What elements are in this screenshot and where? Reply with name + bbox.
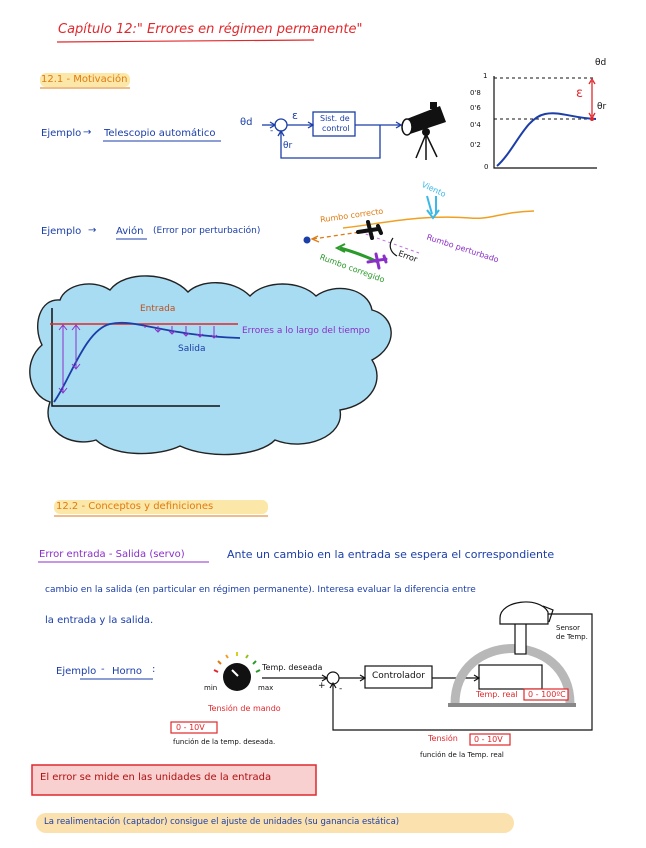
feedback-path [280, 125, 381, 159]
ex3-label: Ejemplo [56, 666, 97, 677]
oven-diagram [213, 601, 593, 731]
title-underline [56, 39, 315, 43]
rumbo-perturbado-line [342, 210, 535, 229]
control-block [312, 111, 356, 137]
knob-icon [223, 663, 251, 691]
ex3-range-v: 0 - 10V [176, 723, 205, 732]
plane-black-icon [356, 220, 383, 240]
ex3-temp-deseada: Temp. deseada [262, 663, 323, 672]
ex2-rest: (Error por perturbación) [153, 226, 261, 236]
ex3-tension: Tensión [428, 734, 458, 743]
destination-dot [303, 236, 311, 244]
ex3-colon: : [152, 664, 156, 675]
arrow-icon-2: → [88, 225, 97, 236]
cloud-graph [50, 308, 241, 407]
output-arrowhead [395, 121, 403, 129]
dash-icon: - [101, 664, 105, 675]
error-def-label: Error entrada - Salida (servo) [39, 549, 185, 560]
ex2-label: Ejemplo [41, 226, 82, 237]
ex3-plus: + [318, 681, 326, 691]
graph1-response-curve [496, 112, 597, 167]
ex3-range-c: 0 - 100ºC [528, 690, 566, 699]
sec2-highlight [54, 500, 268, 514]
ex1-label: Ejemplo [41, 128, 82, 139]
telescope-drawing [401, 102, 446, 160]
error-def-line2: cambio en la salida (en particular en ré… [45, 585, 476, 595]
summing-junction [274, 118, 288, 132]
g1-epsilon: ε [576, 86, 584, 101]
g1-tick-04: 0'4 [470, 121, 481, 129]
graph1-axes [493, 76, 597, 169]
plane-purple-icon [366, 252, 388, 270]
ex1-theta-r: θr [283, 141, 293, 151]
ex1-block-line1: Sist. de [320, 114, 350, 123]
ex3-min: min [204, 684, 218, 692]
salida-curve [53, 321, 241, 403]
range-v-box [170, 721, 218, 734]
ex3-funcion-real: función de la Temp. real [420, 751, 504, 759]
response-graph [493, 76, 597, 169]
controlador-block [364, 665, 433, 689]
ex3-funcion-deseada: función de la temp. deseada. [173, 738, 276, 746]
sensor-probe [514, 621, 527, 655]
page-title: Capítulo 12:" Errores en régimen permane… [58, 22, 363, 37]
sec1-highlight [40, 73, 130, 87]
cloud-shape [29, 275, 392, 456]
airplane-diagram [303, 195, 535, 270]
note1: El error se mide en las unidades de la e… [40, 772, 272, 783]
error-angle-arc [389, 237, 398, 257]
ex3-tension-mando: Tensión de mando [208, 704, 281, 713]
ex3-range-v2: 0 - 10V [474, 735, 503, 744]
g1-tick-08: 0'8 [470, 89, 481, 97]
g1-tick-02: 0'2 [470, 141, 481, 149]
feedback-arrowhead [277, 129, 285, 137]
ex1-theta-d: θd [240, 117, 253, 128]
g1-tick-0: 0 [484, 163, 489, 171]
note2: La realimentación (captador) consigue el… [44, 817, 400, 827]
oven-heater-block [478, 664, 543, 690]
cloud-salida: Salida [178, 344, 206, 354]
g1-tick-06: 0'6 [470, 104, 481, 112]
cloud-entrada: Entrada [140, 304, 176, 314]
ex1-block-line2: control [322, 124, 350, 133]
range-c-box [523, 688, 569, 701]
g1-theta-d: θd [595, 58, 607, 68]
ex1-name: Telescopio automático [104, 128, 216, 139]
ex3-minus: - [339, 684, 343, 694]
ex3-controlador: Controlador [372, 671, 425, 681]
ex2-name: Avión [116, 226, 144, 237]
ex3-temp-real: Temp. real [476, 690, 518, 699]
note2-highlight [36, 813, 514, 833]
sec1-heading: 12.1 - Motivación [41, 74, 128, 85]
oven-dome [450, 644, 575, 705]
rumbo-correcto-line [312, 231, 361, 240]
arrow-icon: → [83, 127, 92, 138]
ex1-minus: - [270, 126, 274, 136]
telescope-block-diagram [262, 111, 403, 159]
error-def-line3: la entrada y la salida. [45, 615, 154, 626]
error-def-line1: Ante un cambio en la entrada se espera e… [227, 548, 555, 561]
cloud-errores: Errores a lo largo del tiempo [242, 326, 370, 336]
ex3-max: max [258, 684, 274, 692]
sensor-head-icon [499, 601, 549, 625]
error-arrows [58, 324, 218, 394]
oven-feedback-path [332, 613, 593, 731]
note1-box [31, 764, 317, 796]
sec2-heading: 12.2 - Conceptos y definiciones [56, 501, 214, 512]
ex3-name: Horno [112, 666, 143, 677]
g1-tick-1: 1 [483, 72, 488, 80]
ex1-epsilon: ε [292, 109, 298, 122]
viento-arrow [426, 195, 437, 215]
ex3-sensor: Sensor de Temp. [556, 624, 588, 641]
range-v2-box [469, 733, 511, 746]
g1-theta-r: θr [597, 102, 607, 112]
